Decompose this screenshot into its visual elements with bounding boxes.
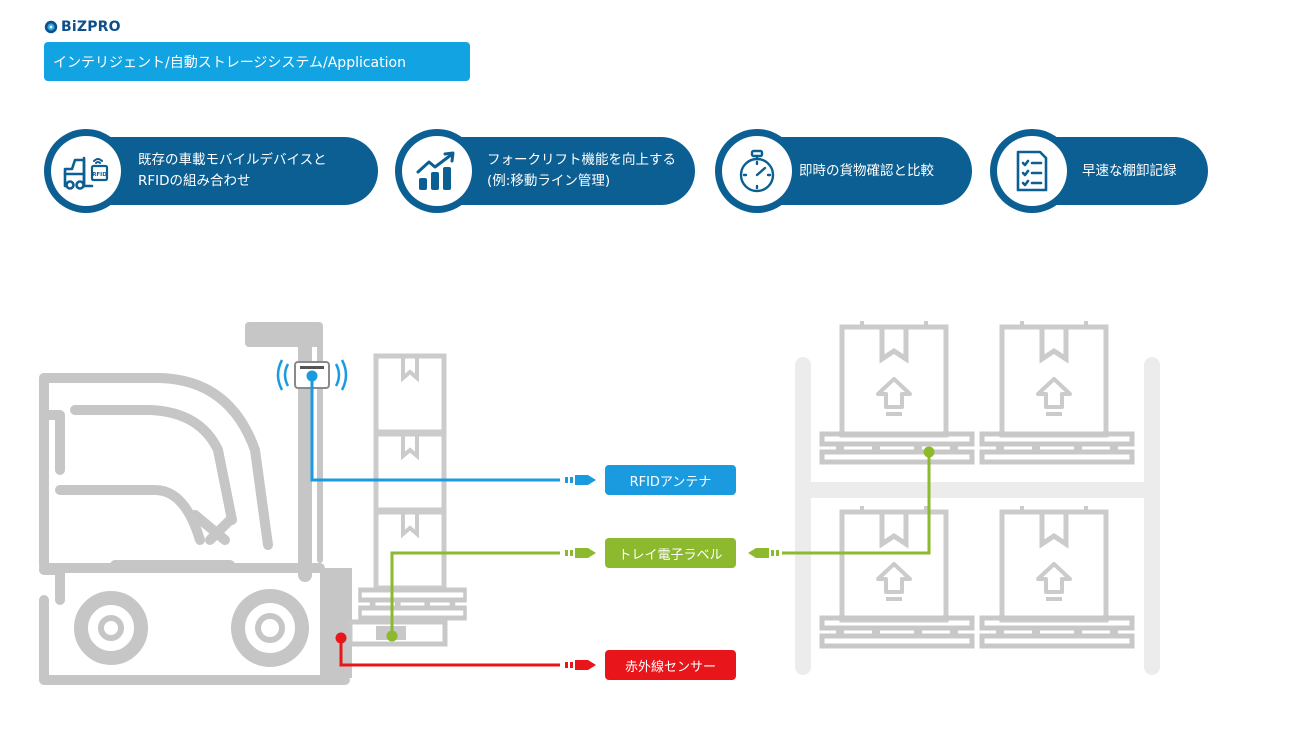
feature-label: 既存の車載モバイルデバイスと RFIDの組み合わせ xyxy=(138,152,327,189)
infrared-connection-line xyxy=(335,632,596,670)
feature-label: 即時の貨物確認と比較 xyxy=(799,162,934,179)
feature-forklift-rfid: 既存の車載モバイルデバイスと RFIDの組み合わせ RFID xyxy=(44,129,378,213)
infrared-sensor-label: 赤外線センサー xyxy=(624,659,716,675)
feature-pill: フォークリフト機能を向上する (例:移動ライン管理) xyxy=(437,137,695,205)
checklist-icon xyxy=(1016,150,1048,192)
feature-icon-circle xyxy=(395,129,479,213)
breadcrumb-label: インテリジェント/自動ストレージシステム/Application xyxy=(53,54,406,71)
bizpro-logo[interactable]: BiZPRO xyxy=(44,18,121,36)
breadcrumb: インテリジェント/自動ストレージシステム/Application xyxy=(44,42,470,81)
tray-label-connection-line xyxy=(386,446,935,642)
stopwatch-icon xyxy=(739,149,775,193)
svg-text:RFID: RFID xyxy=(92,172,107,178)
forklift-rfid-icon: RFID xyxy=(63,156,109,190)
feature-icon-circle xyxy=(715,129,799,213)
logo-mark-icon xyxy=(44,20,58,34)
feature-label: 早速な棚卸記録 xyxy=(1082,162,1177,179)
feature-icon-circle xyxy=(990,129,1074,213)
feature-inventory-record: 早速な棚卸記録 xyxy=(990,129,1208,213)
forklift-illustration xyxy=(39,322,352,685)
forklift-cargo-stack xyxy=(347,356,465,647)
feature-icon-circle: RFID xyxy=(44,129,128,213)
tray-label-label: トレイ電子ラベル xyxy=(618,547,723,563)
rfid-connection-line xyxy=(306,370,596,485)
rfid-antenna-label: RFIDアンテナ xyxy=(629,474,712,490)
growth-chart-icon xyxy=(416,151,455,190)
rfid-antenna-tag: RFIDアンテナ xyxy=(605,465,736,495)
storage-rack-illustration xyxy=(795,321,1160,675)
tray-label-tag: トレイ電子ラベル xyxy=(605,538,736,568)
feature-cargo-check: 即時の貨物確認と比較 xyxy=(715,129,972,213)
logo-text: BiZPRO xyxy=(61,19,121,35)
feature-forklift-function: フォークリフト機能を向上する (例:移動ライン管理) xyxy=(395,129,695,213)
feature-pill: 既存の車載モバイルデバイスと RFIDの組み合わせ xyxy=(86,137,378,205)
feature-label: フォークリフト機能を向上する (例:移動ライン管理) xyxy=(487,152,676,189)
infrared-sensor-tag: 赤外線センサー xyxy=(605,650,736,680)
